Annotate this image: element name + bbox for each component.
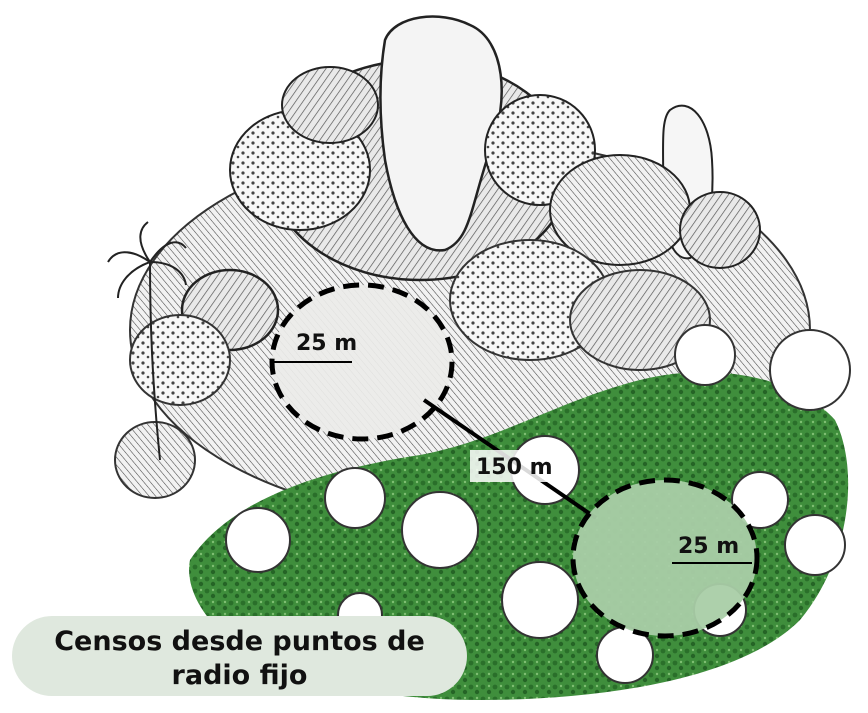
- forest-background: [114, 15, 811, 521]
- caption-line-1: Censos desde puntos de: [54, 626, 425, 657]
- distance-connector: 150 m: [422, 398, 598, 520]
- radius-label-left: 25 m: [296, 331, 357, 356]
- palm-tree: [107, 221, 187, 461]
- distance-label: 150 m: [476, 455, 553, 480]
- caption-line-2: radio fijo: [171, 660, 308, 691]
- survey-point-left: 25 m: [269, 282, 455, 442]
- caption-box: Censos desde puntos de radio fijo: [12, 616, 467, 696]
- radius-label-right: 25 m: [678, 534, 739, 559]
- survey-point-right: 25 m: [570, 477, 760, 639]
- white-trees: [225, 324, 851, 684]
